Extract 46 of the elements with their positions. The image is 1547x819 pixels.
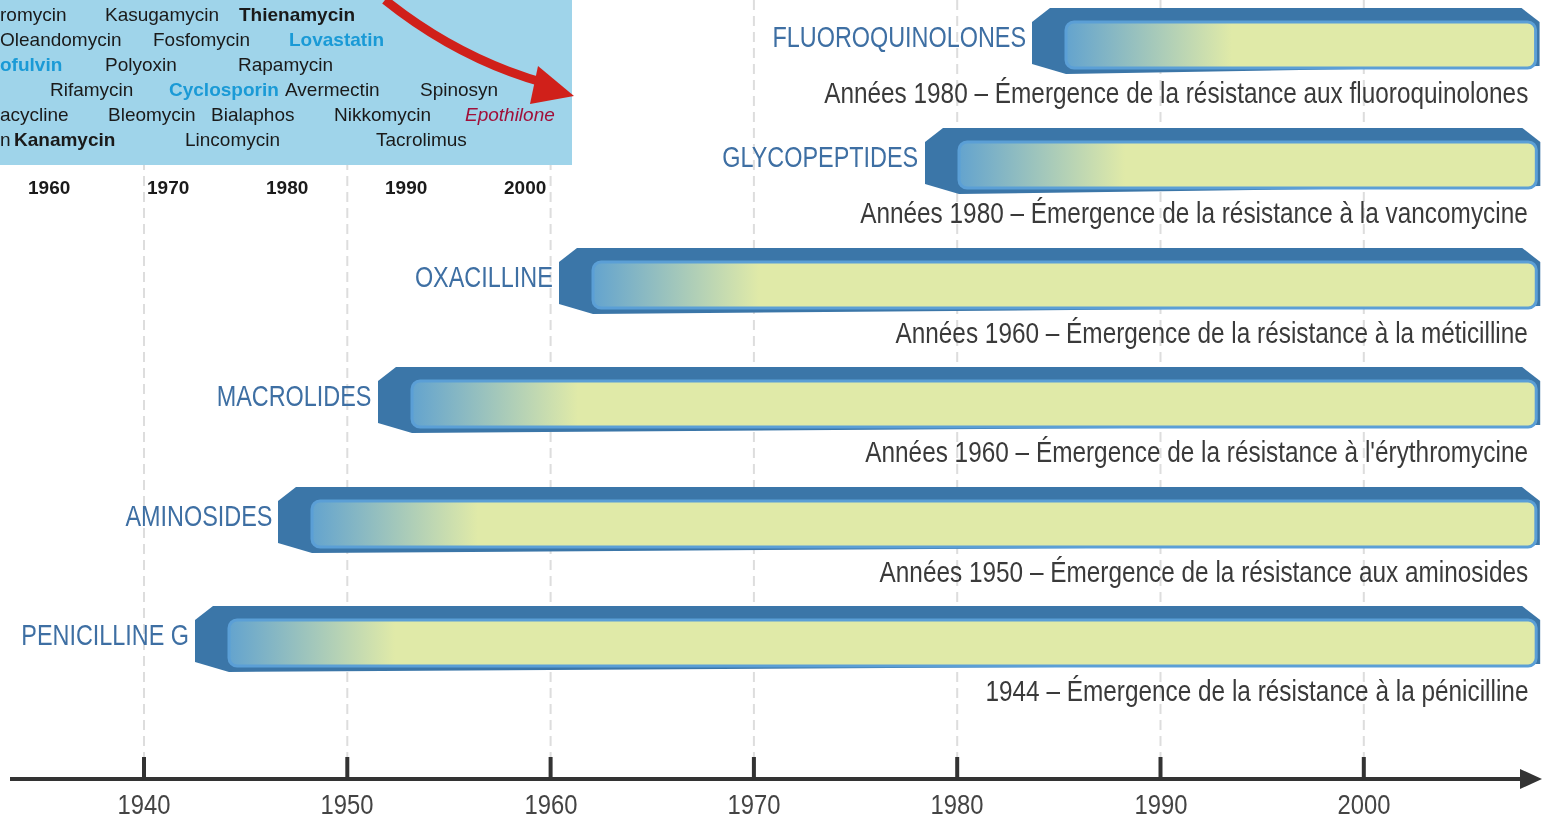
antibiotic-name: Nikkomycin [334,104,432,126]
antibiotic-name: Cyclosporin [169,79,279,101]
antibiotic-name: Avermectin [285,79,380,101]
antibiotic-name: acycline [0,104,69,126]
axis-year-label: 1950 [319,789,375,819]
drug-class-label: PENICILLINE G [21,618,189,652]
axis-year-label: 2000 [1336,789,1392,819]
year-label: 1960 [28,177,71,199]
antibiotic-name: Oleandomycin [0,29,122,51]
antibiotic-name: n [0,129,11,151]
antibiotic-name: Lovastatin [289,29,385,51]
resistance-note: Années 1950 – Émergence de la résistance aux aminosides [879,555,1528,589]
year-label: 1990 [385,177,428,199]
antibiotic-name: Bleomycin [108,104,196,126]
antibiotic-name: Tacrolimus [376,129,467,151]
axis-year-label: 1980 [929,789,985,819]
antibiotic-name: Thienamycin [239,4,356,26]
year-label: 1980 [266,177,309,199]
axis-year-label: 1990 [1133,789,1188,819]
drug-class-label: OXACILLINE [414,260,553,294]
antibiotic-name: ofulvin [0,54,63,76]
antibiotic-name: Kanamycin [14,129,116,151]
year-label: 2000 [504,177,547,199]
antibiotic-name: Spinosyn [420,79,499,101]
antibiotic-name: Fosfomycin [153,29,251,51]
resistance-note: Années 1980 – Émergence de la résistance aux fluoroquinolones [823,76,1528,110]
antibiotic-name: Kasugamycin [105,4,220,26]
drug-class-label: AMINOSIDES [125,499,273,533]
antibiotic-name: Bialaphos [211,104,295,126]
year-label: 1970 [147,177,190,199]
antibiotic-name: Epothilone [465,104,555,126]
antibiotic-name: Rifamycin [50,79,134,101]
resistance-note: Années 1960 – Émergence de la résistance à la méticilline [895,316,1528,350]
antibiotic-name: romycin [0,4,67,26]
resistance-note: 1944 – Émergence de la résistance à la pénicilline [984,674,1528,708]
drug-class-label: MACROLIDES [217,379,372,413]
antibiotic-name: Lincomycin [185,129,281,151]
antibiotic-name: Polyoxin [105,54,177,76]
resistance-note: Années 1980 – Émergence de la résistance à la vancomycine [860,196,1528,230]
resistance-note: Années 1960 – Émergence de la résistance à l'érythromycine [865,435,1528,469]
drug-class-label: GLYCOPEPTIDES [722,140,919,174]
axis-year-label: 1940 [116,789,172,819]
drug-class-label: FLUOROQUINOLONES [772,20,1027,54]
axis-year-label: 1970 [726,789,782,819]
antibiotic-name: Rapamycin [238,54,334,76]
axis-year-label: 1960 [523,789,579,819]
